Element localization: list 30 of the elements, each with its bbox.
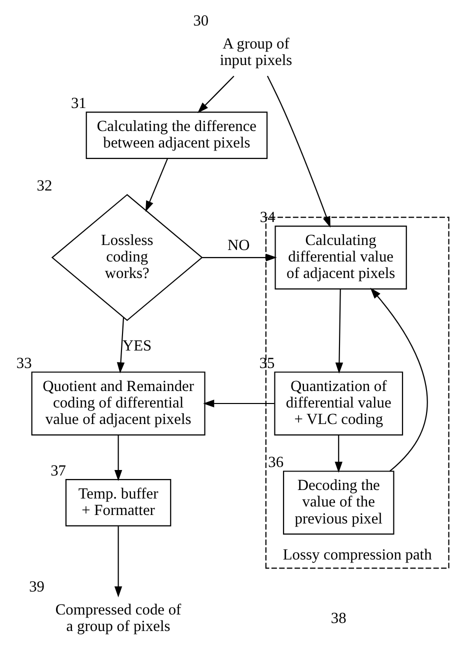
node-diamond: Lossless coding works? — [51, 194, 203, 322]
node-label: 30 — [193, 12, 209, 30]
arrow — [202, 254, 277, 262]
edge-label: NO — [228, 237, 250, 254]
node-label: 37 — [50, 462, 66, 480]
node-text: Compressed code of a group of pixels — [55, 602, 182, 636]
node-label: 36 — [268, 454, 284, 472]
node-label: 39 — [29, 578, 44, 596]
arrow — [114, 435, 122, 482]
node-box: Calculating differential value of adjacent pixels — [274, 226, 407, 290]
node-box: Decoding the value of the previous pixel — [283, 470, 394, 535]
node-label: 31 — [70, 94, 86, 112]
arrow — [335, 289, 344, 374]
node-label: 33 — [16, 354, 32, 372]
node-label: 38 — [330, 610, 346, 627]
arrow — [203, 400, 274, 408]
node-box: Quantization of differential value + VLC coding — [274, 372, 404, 436]
node-label: 32 — [36, 178, 52, 195]
edge-label: YES — [122, 337, 152, 354]
arrow — [266, 76, 330, 228]
arrow — [116, 318, 125, 374]
node-text: A group of input pixels — [220, 35, 292, 69]
arrow — [198, 76, 234, 114]
arrow — [146, 158, 168, 212]
arrow — [334, 435, 342, 473]
arrow — [370, 288, 428, 472]
node-box: Quotient and Remainder coding of differential value of adjacent pixels — [31, 372, 206, 436]
node-box: Temp. buffer + Formatter — [65, 478, 172, 526]
node-box: Calculating the difference between adjacent pixels — [86, 112, 268, 159]
arrow — [114, 526, 122, 598]
